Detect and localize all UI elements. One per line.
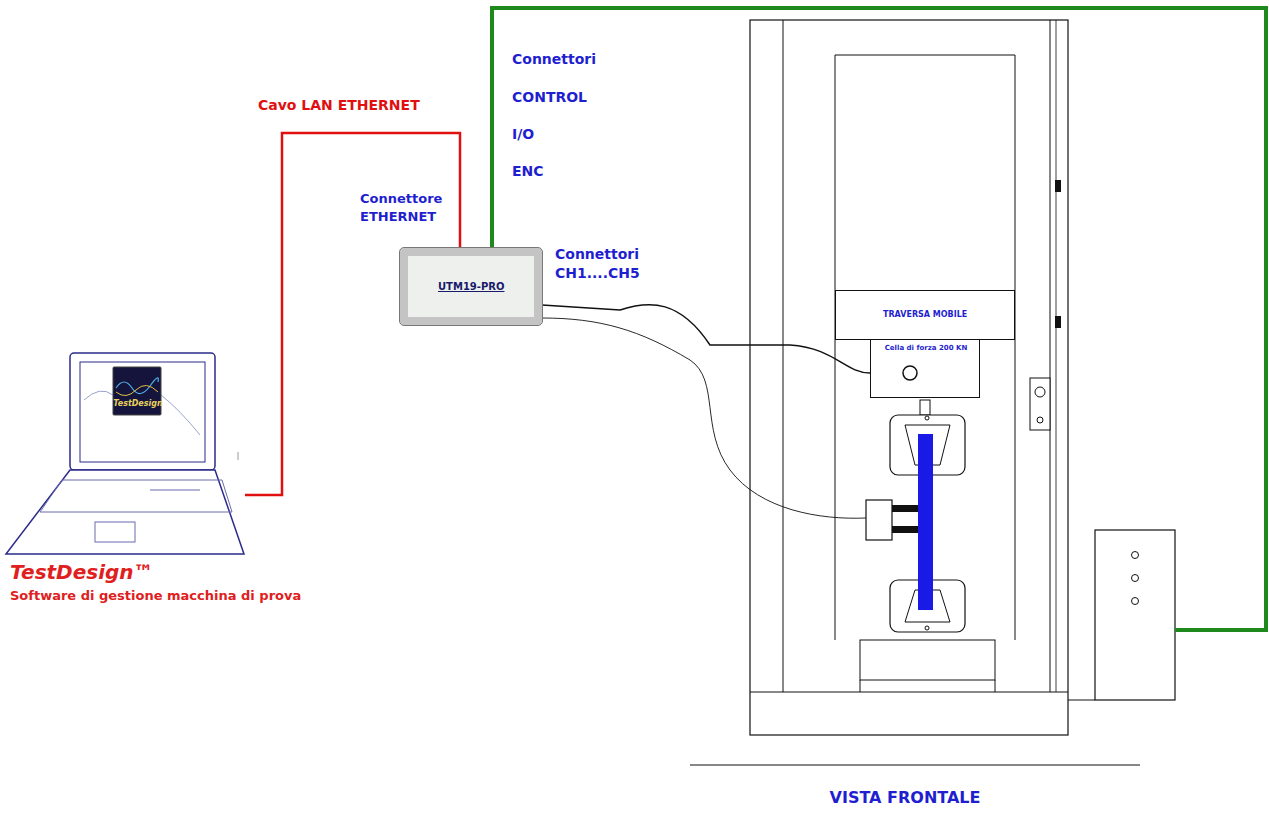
connector-label: Connettore ETHERNET <box>358 190 458 226</box>
connector-label: CONTROL <box>510 88 589 107</box>
extensometer <box>866 500 892 540</box>
grip-pin <box>925 626 929 630</box>
platform-leg <box>860 680 861 692</box>
column-line <box>1050 20 1051 692</box>
column-line <box>1015 55 1016 640</box>
base-line <box>750 692 1068 693</box>
touchpad <box>95 522 135 542</box>
connector-label: ENC <box>510 162 546 181</box>
column-line <box>1056 20 1057 692</box>
ground-line <box>690 764 1140 765</box>
door-handle <box>1030 378 1050 430</box>
crosshead-label: TRAVERSA MOBILE <box>883 310 967 320</box>
load-cell-label: Cella di forza 200 KN <box>873 344 979 353</box>
connector-label: Connettori <box>510 50 598 69</box>
testing-machine: VISTA FRONTALETRAVERSA MOBILECella di fo… <box>750 20 1175 735</box>
column-line <box>835 55 836 640</box>
machine-frame <box>750 20 1068 735</box>
controller-box: UTM19-PRO <box>400 248 542 325</box>
logo-text: TestDesign <box>108 399 168 409</box>
extensometer-arm <box>892 505 918 512</box>
handle-lock <box>1037 417 1043 423</box>
connector-label: I/O <box>510 125 536 144</box>
software-name: TestDesign™ <box>10 560 250 584</box>
cabinet-indicator <box>1132 575 1139 582</box>
cable-label: Cavo LAN ETHERNET <box>256 96 422 115</box>
column-mark <box>1055 180 1061 192</box>
device-name: UTM19-PRO <box>438 281 505 293</box>
specimen <box>918 434 933 610</box>
top-crosshead-line <box>835 55 1015 56</box>
control-cable <box>492 8 1266 630</box>
extensometer-wire <box>542 318 866 518</box>
keyboard <box>40 480 232 512</box>
logo-wave <box>116 378 158 394</box>
cabinet-indicator <box>1132 598 1139 605</box>
laptop-base <box>6 470 244 554</box>
load-cell-cable <box>542 305 870 373</box>
logo-wave <box>116 385 158 395</box>
laptop-mark <box>238 452 239 460</box>
column-mark <box>1055 316 1061 328</box>
load-cell-connector <box>903 366 917 380</box>
laptop-node: TestDesignTestDesign™Software di gestion… <box>5 353 245 555</box>
grip-rod <box>920 400 930 415</box>
keyboard-row <box>150 490 200 491</box>
cabinet-indicator <box>1132 552 1139 559</box>
view-title: VISTA FRONTALE <box>820 788 990 808</box>
laptop-lid <box>70 353 215 470</box>
column-line <box>783 20 784 692</box>
connector-label: Connettori CH1....CH5 <box>553 245 661 283</box>
extensometer-arm <box>892 526 918 533</box>
moving-crosshead: TRAVERSA MOBILE <box>835 290 1015 340</box>
grip-pin <box>925 416 929 420</box>
cabinet-line <box>1068 700 1095 701</box>
handle-knob <box>1035 387 1045 397</box>
laptop-screen <box>80 362 205 462</box>
software-caption: Software di gestione macchina di prova <box>10 587 340 604</box>
load-cell: Cella di forza 200 KN <box>870 340 980 398</box>
platform-leg <box>995 680 996 692</box>
base-platform <box>860 640 995 680</box>
control-cabinet <box>1095 530 1175 700</box>
